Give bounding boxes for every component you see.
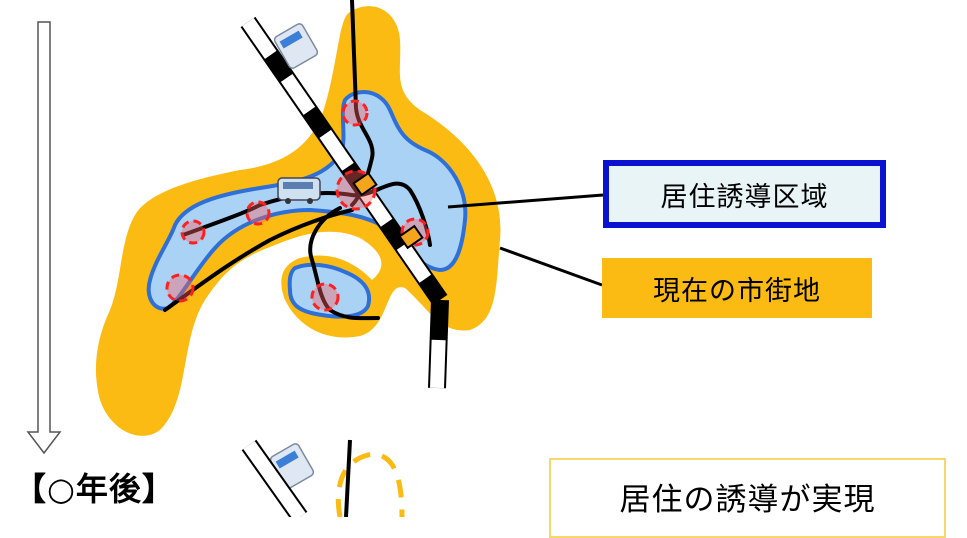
time-arrow [26, 21, 62, 455]
bus-icon [277, 177, 321, 204]
current-urban-area-label: 現在の市街地 [602, 258, 872, 318]
residential-area-label: 居住誘導区域 [603, 160, 886, 228]
after-years-label: 【○年後】 [14, 470, 175, 508]
future-diagram-fragment [241, 439, 405, 517]
city-diagram [26, 0, 604, 517]
railway-line [240, 16, 449, 389]
leader-lines [447, 193, 604, 287]
stations [352, 171, 424, 250]
realized-label: 居住の誘導が実現 [549, 458, 946, 538]
train-icon [273, 23, 319, 69]
current-urban-area-shape [95, 6, 501, 436]
